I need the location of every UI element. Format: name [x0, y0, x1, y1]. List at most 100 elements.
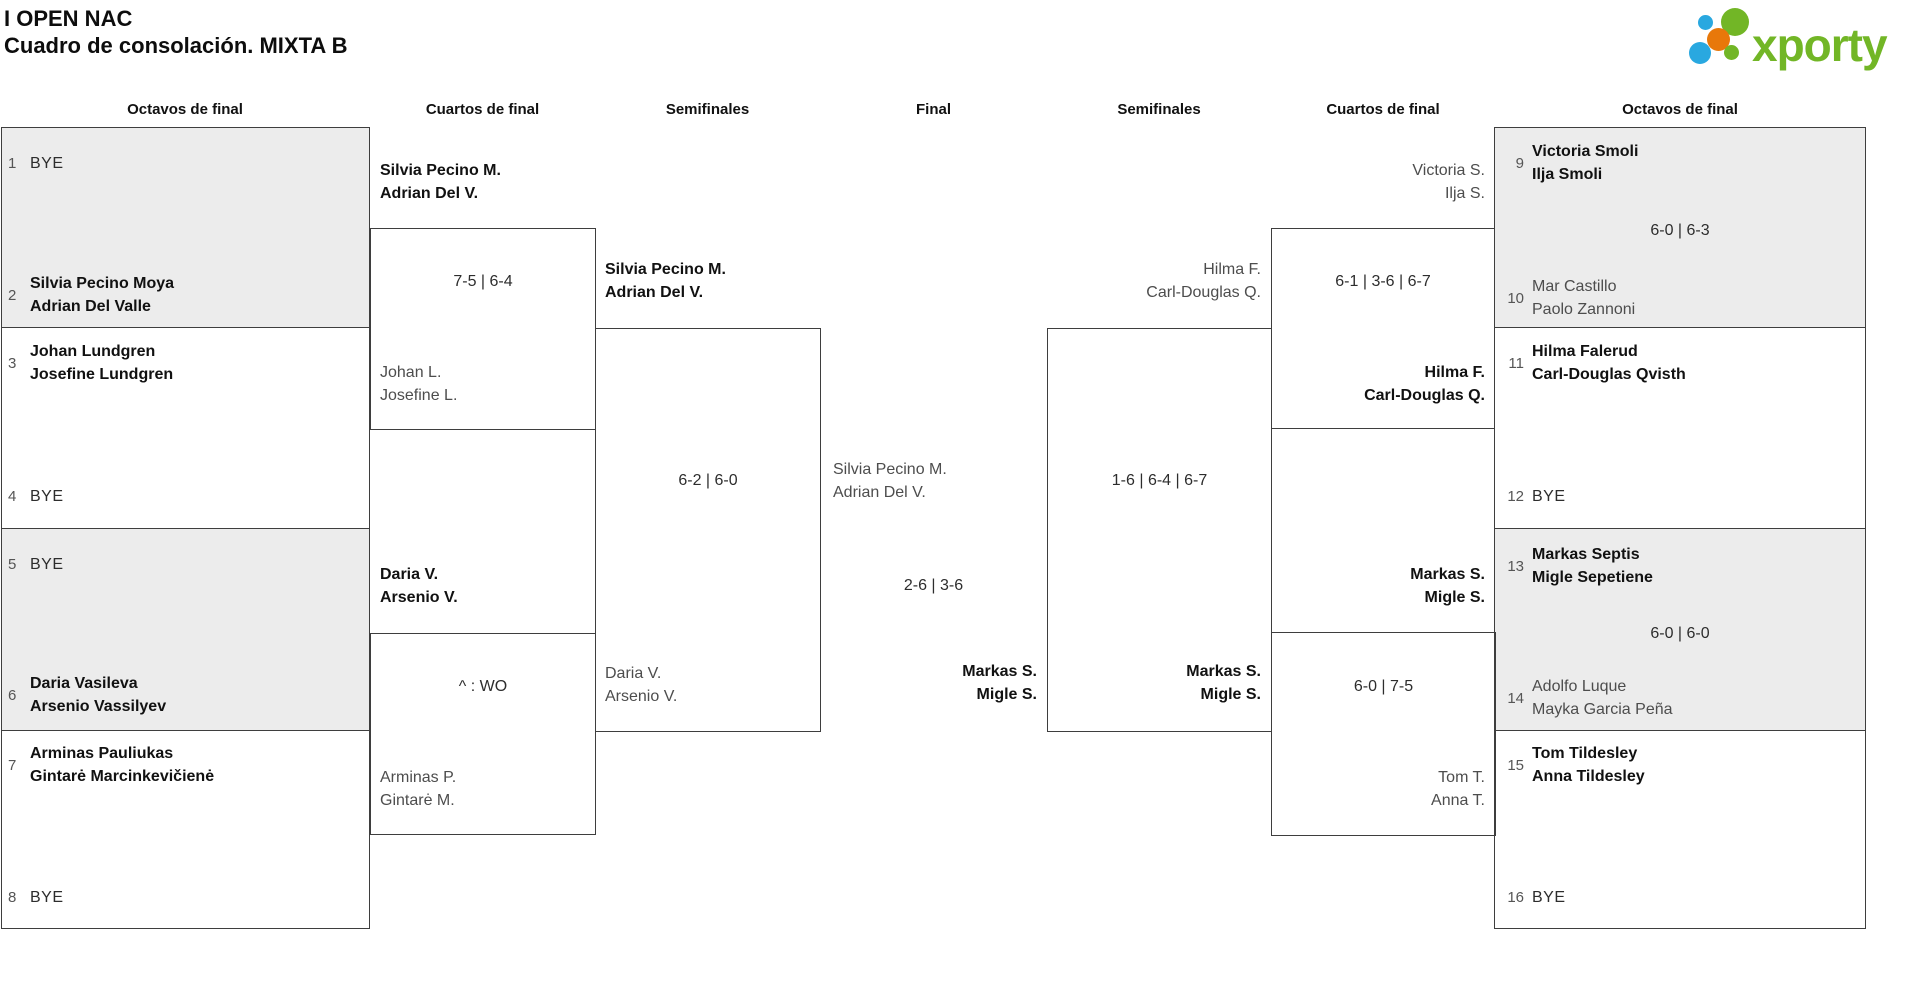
- player-name: Josefine L.: [380, 387, 458, 404]
- round-header-octavos-right: Octavos de final: [1622, 101, 1738, 118]
- slot-seed-14[interactable]: 14 Adolfo Luque Mayka Garcia Peña: [1500, 675, 1850, 721]
- player-name: Markas S.: [962, 663, 1037, 680]
- team-name: BYE: [30, 556, 64, 573]
- qf-left-top-loser[interactable]: Johan L. Josefine L.: [380, 361, 457, 407]
- player-name: Adolfo Luque: [1532, 678, 1627, 695]
- player-name: Johan L.: [380, 364, 442, 381]
- player-name: Silvia Pecino M.: [605, 261, 726, 278]
- match-score-9-10: 6-0 | 6-3: [1650, 222, 1710, 239]
- slot-seed-12[interactable]: 12 BYE: [1500, 485, 1850, 508]
- slot-seed-7[interactable]: 7 Arminas Pauliukas Gintarė Marcinkeviči…: [8, 742, 358, 788]
- qf-right-bottom-loser[interactable]: Tom T. Anna T.: [1271, 766, 1485, 812]
- player-name: Anna Tildesley: [1532, 768, 1645, 785]
- round-header-cuartos-right: Cuartos de final: [1326, 101, 1440, 118]
- player-name: Johan Lundgren: [30, 343, 156, 360]
- qf-left-top-winner[interactable]: Silvia Pecino M. Adrian Del V.: [380, 159, 501, 205]
- player-name: Daria V.: [380, 566, 439, 583]
- sf-right-winner[interactable]: Markas S. Migle S.: [1047, 660, 1261, 706]
- slot-seed-11[interactable]: 11 Hilma Falerud Carl-Douglas Qvisth: [1500, 340, 1850, 386]
- player-name: Silvia Pecino M.: [833, 461, 947, 478]
- seed-number: 4: [8, 488, 17, 505]
- qf-left-bottom-loser[interactable]: Arminas P. Gintarė M.: [380, 766, 456, 812]
- player-name: Arsenio V.: [605, 688, 678, 705]
- qf-right-top-score: 6-1 | 3-6 | 6-7: [1335, 273, 1431, 290]
- player-name: Silvia Pecino Moya: [30, 275, 175, 292]
- slot-seed-13[interactable]: 13 Markas Septis Migle Sepetiene: [1500, 543, 1850, 589]
- seed-number: 3: [8, 354, 17, 372]
- team-name: BYE: [30, 889, 64, 906]
- team-name: BYE: [30, 155, 64, 172]
- player-name: Victoria S.: [1412, 162, 1485, 179]
- round-header-octavos-left: Octavos de final: [127, 101, 243, 118]
- match-score-13-14: 6-0 | 6-0: [1650, 625, 1710, 642]
- sf-left-loser[interactable]: Daria V. Arsenio V.: [605, 662, 677, 708]
- seed-number: 6: [8, 686, 17, 704]
- r16-right-block-4: [1494, 730, 1866, 929]
- slot-seed-3[interactable]: 3 Johan Lundgren Josefine Lundgren: [8, 340, 358, 386]
- seed-number: 15: [1507, 756, 1524, 774]
- player-name: Markas S.: [1186, 663, 1261, 680]
- slot-seed-5[interactable]: 5 BYE: [8, 553, 358, 576]
- player-name: Adrian Del Valle: [30, 298, 151, 315]
- player-name: Anna T.: [1431, 792, 1485, 809]
- xporty-logo[interactable]: xporty: [1686, 6, 1911, 72]
- seed-number: 11: [1508, 354, 1524, 372]
- slot-seed-6[interactable]: 6 Daria Vasileva Arsenio Vassilyev: [8, 672, 358, 718]
- slot-seed-8[interactable]: 8 BYE: [8, 886, 358, 909]
- player-name: Adrian Del V.: [380, 185, 479, 202]
- seed-number: 13: [1507, 557, 1524, 575]
- final-winner[interactable]: Markas S. Migle S.: [820, 660, 1037, 706]
- seed-number: 8: [8, 889, 17, 906]
- final-runner-up[interactable]: Silvia Pecino M. Adrian Del V.: [833, 458, 947, 504]
- sf-right-box: [1047, 328, 1272, 732]
- player-name: Gintarė M.: [380, 792, 455, 809]
- sf-left-winner[interactable]: Silvia Pecino M. Adrian Del V.: [605, 258, 726, 304]
- final-score: 2-6 | 3-6: [903, 577, 964, 594]
- qf-right-bottom-winner[interactable]: Markas S. Migle S.: [1271, 563, 1485, 609]
- r16-right-block-3: [1494, 528, 1866, 731]
- seed-number: 7: [8, 756, 17, 774]
- qf-right-top-winner[interactable]: Hilma F. Carl-Douglas Q.: [1271, 361, 1485, 407]
- qf-left-top-score: 7-5 | 6-4: [453, 273, 513, 290]
- player-name: Carl-Douglas Q.: [1146, 284, 1261, 301]
- page-title: I OPEN NAC Cuadro de consolación. MIXTA …: [4, 5, 347, 59]
- round-header-cuartos-left: Cuartos de final: [425, 101, 540, 118]
- player-name: Ilja S.: [1444, 185, 1485, 202]
- seed-number: 10: [1507, 289, 1524, 307]
- slot-seed-15[interactable]: 15 Tom Tildesley Anna Tildesley: [1500, 742, 1850, 788]
- r16-left-block-2: [1, 327, 370, 529]
- qf-left-bottom-winner[interactable]: Daria V. Arsenio V.: [380, 563, 458, 609]
- seed-number: 5: [8, 556, 17, 573]
- r16-right-block-1: [1494, 127, 1866, 328]
- player-name: Arminas P.: [380, 769, 457, 786]
- seed-number: 16: [1507, 889, 1524, 906]
- qf-right-bottom-score: 6-0 | 7-5: [1353, 678, 1414, 695]
- r16-left-block-1: [1, 127, 370, 328]
- logo-dot-green-small-icon: [1724, 45, 1739, 60]
- sf-left-box: [595, 328, 821, 732]
- r16-left-block-4: [1, 730, 370, 929]
- player-name: Daria V.: [605, 665, 662, 682]
- logo-wordmark: xporty: [1752, 19, 1888, 71]
- slot-seed-1[interactable]: 1 BYE: [8, 152, 358, 175]
- player-name: Mayka Garcia Peña: [1532, 701, 1673, 718]
- round-header-semis-right: Semifinales: [1117, 101, 1201, 118]
- slot-seed-16[interactable]: 16 BYE: [1500, 886, 1850, 909]
- player-name: Victoria Smoli: [1532, 143, 1639, 160]
- team-name: BYE: [1532, 889, 1566, 906]
- slot-seed-10[interactable]: 10 Mar Castillo Paolo Zannoni: [1500, 275, 1850, 321]
- player-name: Markas S.: [1410, 566, 1485, 583]
- logo-dot-orange-icon: [1707, 28, 1730, 51]
- qf-left-bottom-score: ^ : WO: [458, 678, 508, 695]
- player-name: Tom T.: [1438, 769, 1485, 786]
- slot-seed-4[interactable]: 4 BYE: [8, 485, 358, 508]
- slot-seed-2[interactable]: 2 Silvia Pecino Moya Adrian Del Valle: [8, 272, 358, 318]
- slot-seed-9[interactable]: 9 Victoria Smoli Ilja Smoli: [1500, 140, 1850, 186]
- player-name: Hilma F.: [1424, 364, 1485, 381]
- tournament-name: I OPEN NAC: [4, 6, 133, 31]
- sf-right-loser[interactable]: Hilma F. Carl-Douglas Q.: [1047, 258, 1261, 304]
- player-name: Carl-Douglas Qvisth: [1532, 366, 1686, 383]
- qf-right-top-loser[interactable]: Victoria S. Ilja S.: [1271, 159, 1485, 205]
- seed-number: 1: [8, 155, 17, 172]
